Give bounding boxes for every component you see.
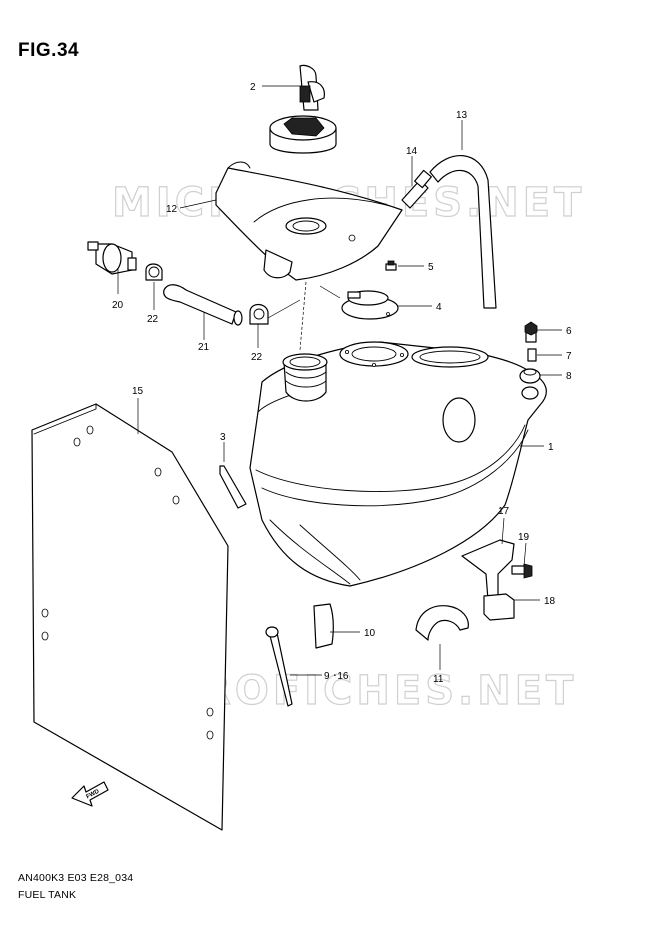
- callout-7: 7: [566, 351, 572, 362]
- fuel-tank-part: [249, 341, 547, 587]
- collar-part-7: [527, 348, 537, 362]
- callout-3: 3: [220, 432, 226, 443]
- grommet-part-8: [519, 368, 541, 384]
- callout-22-top: 22: [147, 314, 159, 325]
- callout-12: 12: [166, 204, 178, 215]
- filler-tray-part: [215, 161, 403, 281]
- clamp-part-22-top: [145, 263, 163, 281]
- clamp-part-22-bottom: [249, 303, 269, 325]
- callout-21: 21: [198, 342, 210, 353]
- callout-15: 15: [132, 386, 144, 397]
- forward-arrow-icon: FWD: [71, 781, 109, 807]
- callout-19: 19: [518, 532, 530, 543]
- callout-6: 6: [566, 326, 572, 337]
- leader-lines: [117, 85, 562, 676]
- callouts: 1 2 3 4 5 6 7 8 9 ･16 10 11 12 13 14 15 …: [112, 82, 572, 685]
- diagram-name: FUEL TANK: [18, 889, 77, 901]
- bracket-part: [461, 539, 515, 601]
- bolt-part-5: [385, 260, 397, 271]
- callout-18: 18: [544, 596, 556, 607]
- callout-10: 10: [364, 628, 376, 639]
- rubber-pad-part: [313, 603, 334, 649]
- breather-hose-part: [163, 284, 243, 326]
- assembly-lines: [267, 281, 341, 351]
- bolt-part-6: [524, 321, 538, 343]
- callout-5: 5: [428, 262, 434, 273]
- callout-22-bottom: 22: [251, 352, 263, 363]
- callout-13: 13: [456, 110, 468, 121]
- callout-17: 17: [498, 506, 510, 517]
- figure-title: FIG.34: [18, 40, 80, 61]
- drain-hose-part: [219, 465, 247, 509]
- bolt-part-19: [511, 563, 533, 579]
- callout-2: 2: [250, 82, 256, 93]
- callout-1: 1: [548, 442, 554, 453]
- callout-9-16: 9 ･16: [324, 671, 349, 682]
- side-panel-part: [31, 403, 229, 831]
- cushion-part-18: [483, 593, 515, 621]
- saddle-cushion-part: [415, 605, 469, 641]
- filter-part: [87, 241, 137, 275]
- callout-14: 14: [406, 146, 418, 157]
- callout-8: 8: [566, 371, 572, 382]
- diagram-code: AN400K3 E03 E28_034: [18, 872, 134, 884]
- callout-11: 11: [433, 674, 444, 685]
- callout-4: 4: [436, 302, 442, 313]
- overflow-hose-part: [429, 155, 497, 309]
- callout-20: 20: [112, 300, 124, 311]
- hook-part: [265, 626, 293, 707]
- fuel-cap-part: [269, 64, 337, 154]
- hose-joint-part: [401, 169, 432, 209]
- pump-plate-part: [341, 290, 399, 320]
